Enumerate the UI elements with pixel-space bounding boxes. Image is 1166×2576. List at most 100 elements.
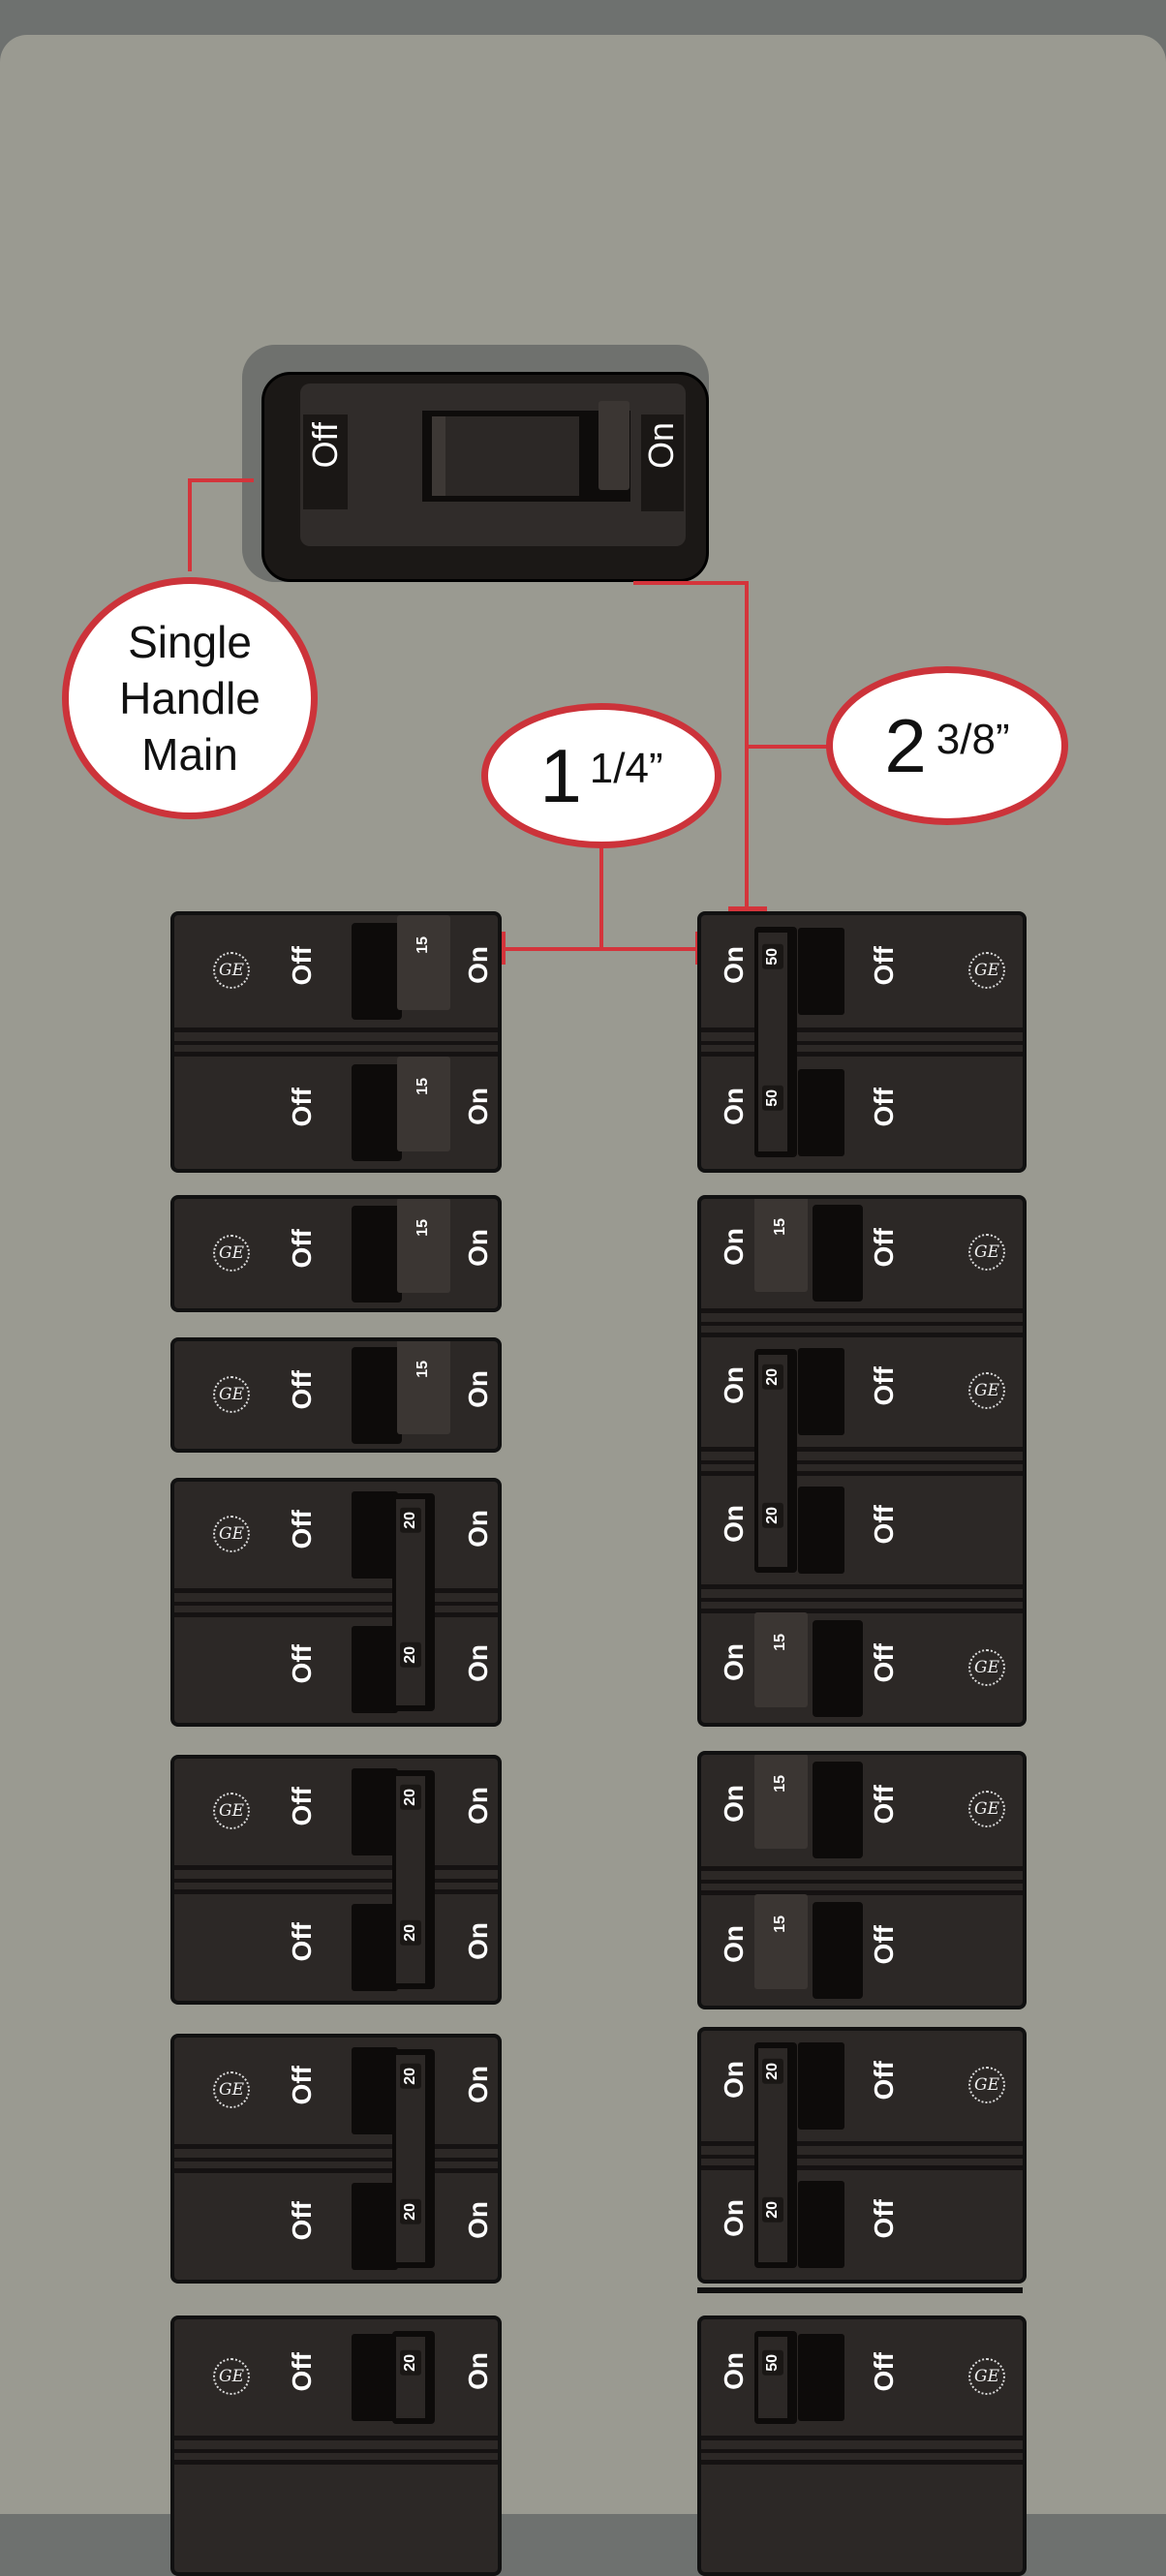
off-label: Off (869, 1228, 899, 1268)
breaker-rating: 20 (762, 2058, 783, 2084)
ge-logo-icon: GE (213, 2071, 250, 2108)
breaker-handle-nub[interactable] (352, 1490, 398, 1579)
on-label: On (463, 2352, 493, 2390)
on-label: On (463, 1369, 493, 1408)
breaker-handle[interactable] (754, 1199, 808, 1293)
breaker-divider (701, 2140, 1023, 2170)
breaker-handle[interactable] (397, 1341, 450, 1434)
on-label: On (463, 946, 493, 984)
on-label: On (719, 1228, 749, 1267)
breaker-handle[interactable] (754, 1611, 808, 1707)
breaker-rating: 50 (762, 2350, 783, 2376)
breaker-handle-shadow (352, 923, 402, 1020)
on-label: On (463, 2201, 493, 2239)
off-label: Off (287, 946, 317, 986)
tandem-handle-face (396, 1499, 425, 1705)
breaker-handle-shadow (813, 1762, 863, 1859)
breaker-rating: 20 (400, 1785, 421, 1810)
breaker-handle-shadow (813, 1619, 863, 1717)
on-label: On (719, 1642, 749, 1681)
breaker-handle-nub[interactable] (352, 2047, 398, 2134)
callout-line-cap (501, 932, 506, 965)
ge-logo-icon: GE (213, 2358, 250, 2395)
callout-fraction: 3/8” (936, 716, 1010, 763)
breaker-rating: 20 (400, 2064, 421, 2089)
breaker-divider (701, 1584, 1023, 1614)
on-label: On (463, 1509, 493, 1548)
on-label: On (719, 1366, 749, 1405)
breaker-divider (701, 1027, 1023, 1057)
breaker-handle[interactable] (754, 1893, 808, 1989)
on-label: On (719, 2060, 749, 2099)
on-label: On (719, 1924, 749, 1963)
ge-logo-icon: GE (213, 952, 250, 989)
on-label: On (463, 1644, 493, 1683)
breaker-handle-nub[interactable] (352, 1904, 398, 1991)
breaker-handle-nub[interactable] (798, 1069, 844, 1156)
breaker-handle-shadow (352, 1346, 402, 1444)
breaker-handle[interactable] (397, 1057, 450, 1151)
tandem-handle-face (396, 2055, 425, 2262)
breaker-handle[interactable] (397, 915, 450, 1010)
off-label: Off (287, 1369, 317, 1409)
on-label: On (719, 1785, 749, 1824)
callout-line (747, 745, 830, 749)
on-label: On (463, 1922, 493, 1960)
breaker-handle-nub[interactable] (798, 2181, 844, 2269)
breaker-handle[interactable] (754, 1755, 808, 1850)
breaker-handle-nub[interactable] (352, 1768, 398, 1855)
off-label: Off (869, 946, 899, 986)
callout-whole: 1 (539, 732, 582, 818)
ge-logo-icon: GE (968, 2358, 1005, 2395)
main-toggle-knob[interactable] (598, 401, 629, 490)
breaker-rating: 20 (400, 2199, 421, 2224)
breaker-rating: 15 (772, 1915, 788, 1933)
ge-logo-icon: GE (213, 1375, 250, 1413)
breaker-handle-nub[interactable] (798, 2041, 844, 2130)
breaker-handle-nub[interactable] (798, 1486, 844, 1574)
on-label: On (719, 1088, 749, 1125)
on-label: On (719, 2352, 749, 2390)
breaker-handle-nub[interactable] (352, 2334, 398, 2421)
off-label: Off (869, 2199, 899, 2239)
callout-fraction: 1/4” (589, 745, 663, 792)
main-off-label-bg (303, 414, 348, 509)
off-label: Off (287, 2201, 317, 2241)
off-label: Off (869, 1504, 899, 1545)
tandem-handle-face (396, 2337, 425, 2418)
breaker-handle[interactable] (397, 1199, 450, 1293)
breaker-handle-shadow (813, 1901, 863, 1999)
ge-logo-icon: GE (968, 1648, 1005, 1686)
breaker-handle-nub[interactable] (352, 1626, 398, 1714)
breaker-rating: 15 (414, 1078, 431, 1095)
breaker-rating: 20 (762, 2197, 783, 2223)
off-label: Off (287, 1228, 317, 1268)
breaker-handle-nub[interactable] (798, 2334, 844, 2421)
off-label: Off (869, 1366, 899, 1406)
off-label: Off (287, 1644, 317, 1684)
breaker-handle-nub[interactable] (798, 1348, 844, 1436)
main-off-label: Off (305, 422, 345, 469)
on-label: On (719, 2199, 749, 2238)
ge-logo-icon: GE (968, 1791, 1005, 1828)
on-label: On (463, 1787, 493, 1825)
main-toggle-handle[interactable] (432, 416, 579, 496)
tandem-handle-face (758, 2337, 787, 2418)
on-label: On (719, 1504, 749, 1543)
breaker-handle-nub[interactable] (352, 2183, 398, 2270)
off-label: Off (869, 1785, 899, 1825)
breaker-rating: 50 (762, 944, 783, 969)
callout-text: Handle (119, 673, 261, 723)
main-on-label-bg (641, 414, 684, 511)
breaker-handle-nub[interactable] (798, 928, 844, 1015)
breaker-divider (701, 1307, 1023, 1337)
on-label: On (463, 2066, 493, 2103)
